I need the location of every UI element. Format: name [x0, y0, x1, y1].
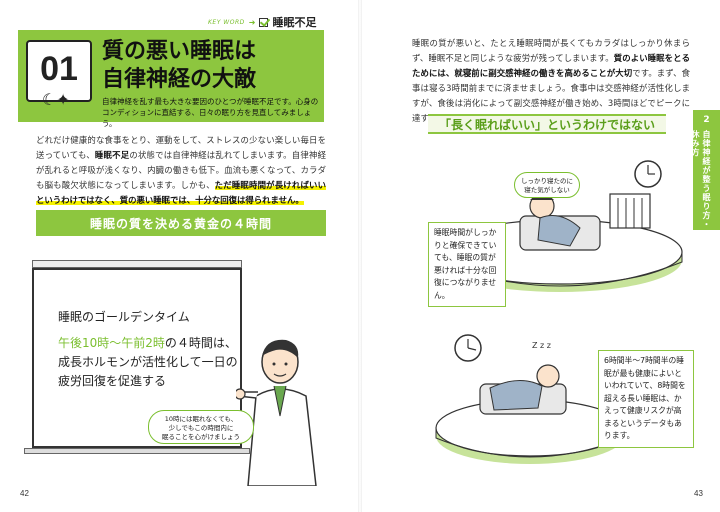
doctor-speech-bubble: 10時には眠れなくても、 少しでもこの時間内に 眠ることを心がけましょう	[148, 410, 254, 444]
whiteboard-title: 睡眠のゴールデンタイム	[58, 310, 190, 324]
chapter-title-line1: 質の悪い睡眠は	[102, 39, 257, 64]
thought-line2: 寝た気がしない	[524, 186, 570, 194]
moon-star-icon: ☾✦	[42, 90, 70, 109]
left-body-p2: の状態では自律神経は乱れてしまいます。自律神経が乱れると呼吸が浅くなり、内臓の働…	[36, 150, 326, 190]
note-box-2: 6時間半～7時間半の睡眠が最も健康によいといわれていて、8時間を超える長い睡眠は…	[598, 350, 694, 448]
whiteboard-line3: 疲労回復を促進する	[58, 374, 167, 388]
chapter-number-box: 01	[26, 40, 92, 102]
right-body-text: 睡眠の質が悪いと、たとえ睡眠時間が長くてもカラダはしっかり休まらず、睡眠不足と同…	[412, 36, 690, 126]
arrow-right-icon: ➜	[248, 17, 256, 27]
right-body-p1: 睡眠の質が悪いと、たとえ睡眠時間が長くてもカラダはしっかり休まらず、睡眠不足と同…	[412, 38, 690, 63]
note-box-1: 睡眠時間がしっかりと確保できていても、睡眠の質が悪ければ十分な回復につながりませ…	[428, 222, 506, 307]
chapter-banner: 01 質の悪い睡眠は 自律神経の大敵 自律神経を乱す最も大きな要因のひとつが睡眠…	[18, 30, 324, 128]
whiteboard-line2: 成長ホルモンが活性化して一日の	[58, 355, 238, 369]
whiteboard-line1: 午後10時～午前2時の４時間は、	[58, 334, 237, 351]
whiteboard	[32, 268, 242, 448]
left-body-text: どれだけ健康的な食事をとり、運動をして、ストレスの少ない楽しい毎日を送っていても…	[36, 133, 327, 208]
keyword-label: KEY WORD	[208, 18, 245, 26]
doctor-bubble-line3: 眠ることを心がけましょう	[162, 433, 240, 441]
keyword-tag: KEY WORD ➜ 睡眠不足	[208, 14, 316, 30]
right-sub-heading: 「長く眠ればいい」というわけではない	[428, 114, 666, 134]
svg-text:Z z z: Z z z	[532, 341, 551, 350]
side-tab-number: 2	[703, 115, 710, 125]
left-body-p1-bold: 睡眠不足	[94, 150, 130, 160]
bed-scene-illustration-2: Z z z	[435, 334, 620, 464]
chapter-lead: 自律神経を乱す最も大きな要因のひとつが睡眠不足です。心身のコンディションに直結す…	[102, 97, 319, 128]
chapter-title-line2: 自律神経の大敵	[102, 67, 257, 92]
keyword-text: 睡眠不足	[272, 16, 317, 29]
left-body-p1: どれだけ健康的な食事をとり、運動をして、ストレスの少ない楽しい毎日を送っていても…	[36, 135, 326, 160]
whiteboard-line1-rest: の４時間は、	[164, 336, 237, 350]
doctor-illustration	[236, 339, 317, 486]
thought-line1: しっかり寝たのに	[521, 177, 573, 185]
left-page: KEY WORD ➜ 睡眠不足 01 質の悪い睡眠は 自律神経の大敵 自律神経を…	[0, 0, 360, 512]
chapter-title: 質の悪い睡眠は 自律神経の大敵	[102, 38, 256, 94]
doctor-bubble-line1: 10時には眠れなくても、	[164, 415, 238, 423]
side-chapter-tab: 2 自律神経が整う眠り方・休み方	[691, 110, 720, 230]
whiteboard-line1-green: 午後10時～午前2時	[58, 336, 165, 350]
page-gutter	[358, 0, 362, 512]
right-body-p1-bold: 質のよい睡眠をとるためには、就寝前に副交感神経の働きを高めることが大切	[412, 53, 691, 78]
section-heading: 睡眠の質を決める黄金の４時間	[36, 210, 326, 236]
doctor-bubble-line2: 少しでもこの時間内に	[168, 424, 234, 432]
right-page: 睡眠の質が悪いと、たとえ睡眠時間が長くてもカラダはしっかり休まらず、睡眠不足と同…	[360, 0, 720, 512]
page-number-right: 43	[694, 489, 703, 498]
thought-bubble: しっかり寝たのに 寝た気がしない	[514, 172, 580, 198]
side-tab-text: 自律神経が整う眠り方・休み方	[691, 130, 711, 229]
whiteboard-bottom-rail	[24, 448, 250, 454]
chapter-number: 01	[40, 50, 78, 88]
page-number-left: 42	[20, 489, 29, 498]
whiteboard-top-rail	[32, 260, 242, 268]
checkbox-icon	[259, 17, 269, 27]
